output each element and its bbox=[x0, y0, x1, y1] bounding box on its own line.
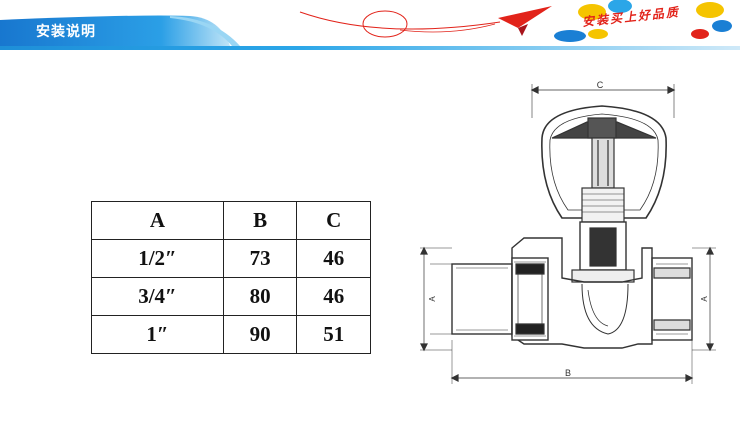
table-header-row: A B C bbox=[91, 201, 371, 240]
outlet-right bbox=[651, 246, 716, 352]
table-cell: 90 bbox=[222, 315, 298, 354]
table-row: 1″ 90 51 bbox=[91, 315, 371, 354]
valve-stem bbox=[571, 137, 635, 283]
header-bar: 安装说明 安装买上好品质 bbox=[0, 0, 740, 50]
cloud-icon bbox=[554, 0, 732, 42]
header-cell-b: B bbox=[222, 201, 298, 240]
dimension-label-b: B bbox=[565, 368, 571, 378]
title-banner bbox=[0, 15, 240, 46]
valve-technical-drawing: C B A A bbox=[420, 80, 716, 384]
table-cell: 1″ bbox=[91, 315, 224, 354]
union-nut-left bbox=[511, 257, 549, 341]
swoosh-icon bbox=[299, 10, 501, 38]
dimension-b bbox=[450, 340, 694, 384]
table-row: 1/2″ 73 46 bbox=[91, 239, 371, 278]
dimension-label-c: C bbox=[597, 80, 604, 90]
dimension-label-a-right: A bbox=[700, 296, 709, 302]
valve-body bbox=[511, 237, 653, 349]
dimension-label-a-left: A bbox=[428, 296, 437, 302]
table-cell: 80 bbox=[222, 277, 298, 316]
handwheel-cap bbox=[541, 105, 667, 219]
table-row: 3/4″ 80 46 bbox=[91, 277, 371, 316]
table-cell: 51 bbox=[296, 315, 371, 354]
tailpiece-left bbox=[420, 246, 513, 352]
table-cell: 3/4″ bbox=[91, 277, 224, 316]
table-cell: 73 bbox=[222, 239, 298, 278]
table-cell: 46 bbox=[296, 277, 371, 316]
header-cell-c: C bbox=[296, 201, 371, 240]
header-divider bbox=[0, 46, 740, 50]
header-cell-a: A bbox=[91, 201, 224, 240]
page-title: 安装说明 bbox=[36, 24, 96, 40]
dimension-c bbox=[530, 84, 676, 118]
table-cell: 1/2″ bbox=[91, 239, 224, 278]
spec-table: A B C 1/2″ 73 46 3/4″ 80 46 1″ 90 51 bbox=[91, 201, 371, 354]
paper-plane-icon bbox=[498, 6, 552, 36]
table-cell: 46 bbox=[296, 239, 371, 278]
header-decoration bbox=[299, 0, 732, 42]
